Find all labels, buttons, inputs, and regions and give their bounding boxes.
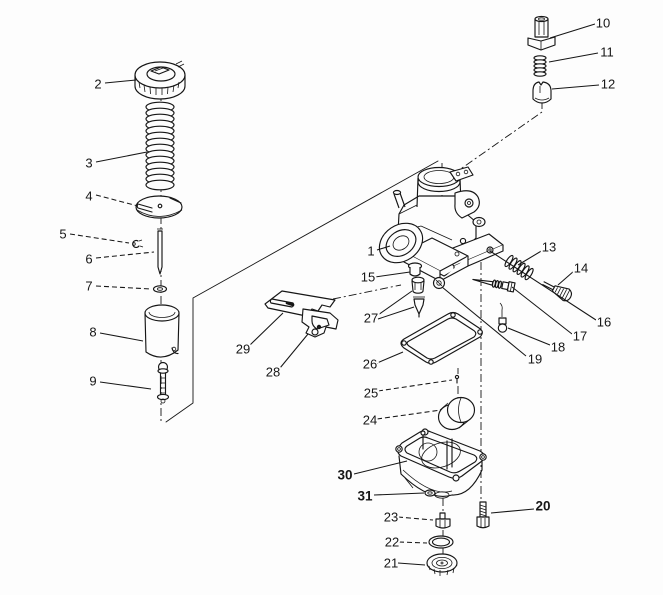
callout-10-leader-to-cable-adjuster [549, 23, 596, 39]
part-28-choke-lever [301, 308, 339, 338]
callout-28-label: 28 [266, 365, 280, 380]
callout-27-leader-to-main-jet-and-needle-valve [377, 290, 413, 316]
callout-15-leader-to-needle-jet [374, 271, 411, 278]
part-27a-main-jet [411, 276, 425, 294]
callout-30-leader-to-float-bowl [353, 460, 408, 475]
callout-9-leader-to-slide-screw [99, 381, 152, 390]
callout-16-label: 16 [597, 315, 611, 330]
callout-9-label: 9 [89, 374, 96, 389]
part-21-drain-cap [426, 553, 458, 576]
callout-15-label: 15 [361, 270, 375, 285]
callout-4-label: 4 [85, 189, 92, 204]
callout-25-leader-to-float-pin [377, 379, 453, 392]
part-23-drain-screw [435, 512, 451, 529]
callout-26-leader-to-bowl-gasket [376, 351, 404, 364]
callout-31-label: 31 [357, 489, 373, 504]
callout-16-leader-to-flange-stud [489, 250, 597, 321]
part-31-bowl-o-ring [424, 489, 436, 497]
part-19-pilot-jet [432, 276, 446, 290]
part-22-drain-o-ring [428, 535, 454, 549]
callout-12-leader-to-adjuster-cap [551, 84, 600, 90]
part-18-overflow-fitting [497, 302, 508, 333]
callout-25-label: 25 [364, 386, 378, 401]
callout-22-leader-to-drain-o-ring [398, 541, 428, 544]
callout-4-leader-to-spring-seat [95, 194, 139, 207]
callout-12-label: 12 [601, 77, 615, 92]
callout-13-label: 13 [542, 240, 556, 255]
part-7-needle-washer [152, 285, 168, 293]
part-25-float-pin [454, 374, 460, 384]
part-12-adjuster-cap [532, 81, 552, 104]
part-5-needle-clip [132, 239, 144, 249]
part-4-spring-seat [135, 195, 183, 219]
callout-8-label: 8 [89, 325, 96, 340]
callout-24-leader-to-float [376, 409, 442, 420]
callout-18-label: 18 [551, 340, 565, 355]
callout-28-leader-to-choke-lever [279, 333, 309, 369]
callout-5-leader-to-needle-clip [69, 233, 130, 244]
callout-30-label: 30 [337, 468, 352, 483]
callout-18-leader-to-overflow-fitting [507, 327, 551, 346]
callout-1-label: 1 [367, 244, 374, 259]
callout-19-label: 19 [528, 352, 542, 367]
part-27b-needle-valve [413, 296, 425, 318]
callout-17-leader-to-pilot-air-screw [511, 286, 573, 335]
callout-19-leader-to-pilot-jet [441, 286, 527, 357]
callout-21-leader-to-drain-cap [397, 562, 426, 566]
part-6-jet-needle [157, 228, 163, 275]
callout-14-label: 14 [574, 261, 588, 276]
callout-17-label: 17 [573, 329, 587, 344]
callout-1-leader-to-carburetor-body [376, 245, 391, 251]
callout-5-label: 5 [59, 227, 66, 242]
part-20-bowl-screw [476, 501, 490, 529]
callout-23-label: 23 [384, 510, 398, 525]
part-14-idle-screw [542, 281, 573, 302]
part-15-needle-jet [407, 262, 423, 277]
callout-29-leader-to-choke-plate [249, 312, 284, 346]
callout-2-leader-to-top-cap [104, 79, 137, 84]
slide-assembly-link-line [165, 160, 439, 423]
part-29-choke-plate [264, 290, 336, 317]
part-2-top-cap [134, 60, 186, 100]
callout-10-label: 10 [596, 16, 610, 31]
callout-7-label: 7 [85, 279, 92, 294]
callout-6-leader-to-jet-needle [95, 251, 155, 259]
callout-27-leader-to-main-jet-and-needle-valve [377, 306, 415, 320]
part-8-throttle-slide [144, 304, 180, 358]
part-10-cable-adjuster [527, 15, 556, 51]
part-3-slide-spring [145, 101, 175, 191]
callout-21-label: 21 [384, 556, 398, 571]
choke-link-axis-line [332, 284, 402, 300]
callout-11-leader-to-adjuster-spring [548, 52, 599, 63]
callout-11-label: 11 [600, 45, 614, 60]
callout-20-leader-to-bowl-screw [490, 508, 535, 514]
part-30-float-bowl [395, 428, 487, 499]
part-1-carburetor-body [378, 166, 504, 282]
part-13-idle-screw-spring [504, 254, 534, 281]
callout-26-label: 26 [363, 357, 377, 372]
callout-13-leader-to-idle-screw-spring [517, 249, 544, 266]
part-17-pilot-air-screw [472, 278, 516, 293]
callout-22-label: 22 [385, 535, 399, 550]
callout-3-label: 3 [85, 156, 92, 171]
part-26-bowl-gasket [400, 311, 483, 365]
callout-3-leader-to-slide-spring [95, 151, 148, 163]
callout-23-leader-to-drain-screw [397, 516, 434, 521]
part-11-adjuster-spring [533, 55, 547, 77]
part-24-float [437, 396, 476, 431]
callout-29-label: 29 [236, 342, 250, 357]
callout-6-label: 6 [85, 252, 92, 267]
callout-8-leader-to-throttle-slide [99, 332, 144, 342]
callout-2-label: 2 [94, 77, 101, 92]
part-9-slide-screw [156, 361, 170, 404]
callout-31-leader-to-bowl-o-ring [373, 492, 425, 496]
callout-14-leader-to-idle-screw [557, 270, 575, 286]
callout-27-label: 27 [364, 311, 378, 326]
callout-7-leader-to-needle-washer [95, 285, 152, 290]
callout-24-label: 24 [363, 413, 377, 428]
callout-20-label: 20 [535, 499, 550, 514]
